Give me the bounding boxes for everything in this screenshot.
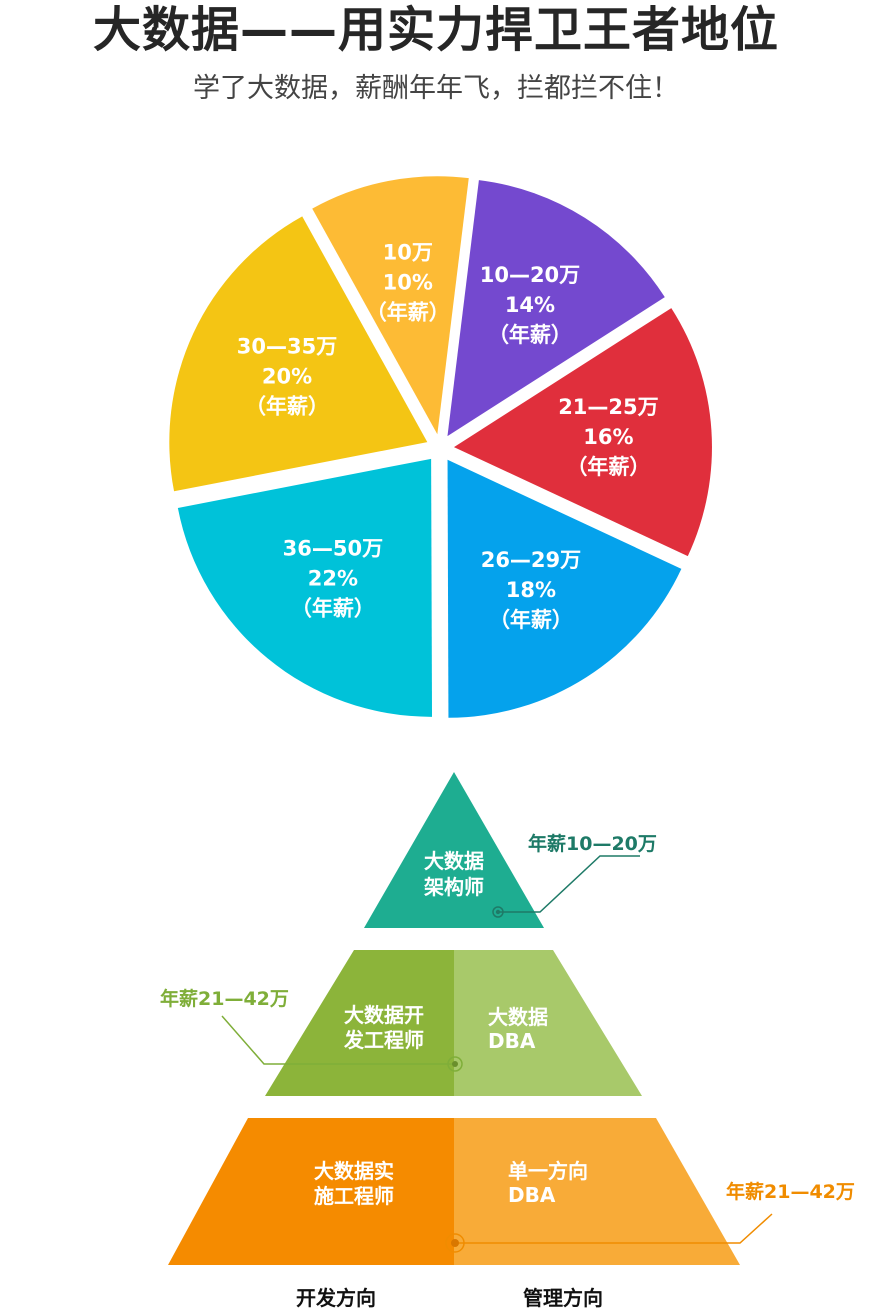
- pyramid-bottom-right-line2: DBA: [508, 1183, 556, 1207]
- pyramid-middle-left-line2: 发工程师: [343, 1028, 424, 1052]
- pyramid-middle-right-line2: DBA: [488, 1029, 536, 1053]
- page-title: 大数据——用实力捍卫王者地位: [92, 2, 779, 58]
- pie-slice-2-label-percent: 18%: [506, 578, 556, 602]
- pyramid-top-label-line2: 架构师: [424, 875, 484, 899]
- pie-slice-5: [312, 176, 469, 435]
- callout-middle-salary: 年薪21—42万: [160, 987, 289, 1010]
- salary-pie-chart: 10—20万 14% （年薪） 21—25万 16% （年薪） 26—29万 18% （年薪） 3…: [169, 176, 712, 718]
- axis-label-management: 管理方向: [523, 1286, 603, 1310]
- callout-bottom-salary: 年薪21—42万: [726, 1180, 855, 1203]
- pie-slice-2-label-note: （年薪）: [489, 608, 573, 632]
- pyramid-bottom-left-line1: 大数据实: [314, 1159, 394, 1183]
- pie-slice-5-label-note: （年薪）: [366, 300, 450, 324]
- pie-slice-3: [177, 458, 433, 717]
- pie-slice-4: [169, 216, 428, 492]
- callout-bottom: [445, 1213, 773, 1253]
- pyramid-top-triangle: [364, 772, 544, 928]
- pie-slice-0: [447, 180, 665, 437]
- pie-slice-3-label-percent: 22%: [308, 566, 358, 590]
- callout-top: [492, 855, 640, 918]
- callout-top-salary: 年薪10—20万: [528, 832, 657, 855]
- pyramid-middle-right-line1: 大数据: [488, 1005, 548, 1029]
- pie-slice-2-label-range: 26—29万: [481, 548, 581, 572]
- pie-slice-3-label-range: 36—50万: [283, 536, 383, 560]
- pyramid-top-label-line1: 大数据: [424, 849, 484, 873]
- pie-slice-0-label-note: （年薪）: [488, 323, 572, 347]
- pie-slice-4-label-note: （年薪）: [245, 395, 329, 419]
- callout-middle: [221, 1015, 463, 1072]
- pie-slice-4-label-range: 30—35万: [237, 335, 337, 359]
- pie-slice-5-label-range: 10万: [383, 240, 433, 264]
- pyramid-middle-right: [454, 950, 642, 1096]
- pie-slice-2: [447, 459, 682, 718]
- pie-slice-3-label-note: （年薪）: [291, 596, 375, 620]
- pie-slice-5-label-percent: 10%: [383, 270, 433, 294]
- pyramid-middle-left: [265, 950, 454, 1096]
- pyramid-bottom-left-line2: 施工程师: [314, 1184, 394, 1208]
- axis-label-development: 开发方向: [296, 1286, 376, 1310]
- pie-slice-4-label-percent: 20%: [262, 365, 312, 389]
- pyramid-middle-left-line1: 大数据开: [344, 1003, 424, 1027]
- pyramid-bottom-right-line1: 单一方向: [508, 1159, 588, 1183]
- pie-slice-1-label-range: 21—25万: [558, 395, 658, 419]
- pie-slice-1: [453, 308, 712, 557]
- pie-slice-1-label-percent: 16%: [583, 425, 633, 449]
- pyramid-bottom-right: [454, 1118, 740, 1265]
- pie-slice-0-label-percent: 14%: [505, 293, 555, 317]
- pyramid-bottom-left: [168, 1118, 454, 1265]
- pie-slice-1-label-note: （年薪）: [566, 455, 650, 479]
- page-subtitle: 学了大数据，薪酬年年飞，拦都拦不住！: [193, 73, 679, 104]
- pie-slice-0-label-range: 10—20万: [480, 263, 580, 287]
